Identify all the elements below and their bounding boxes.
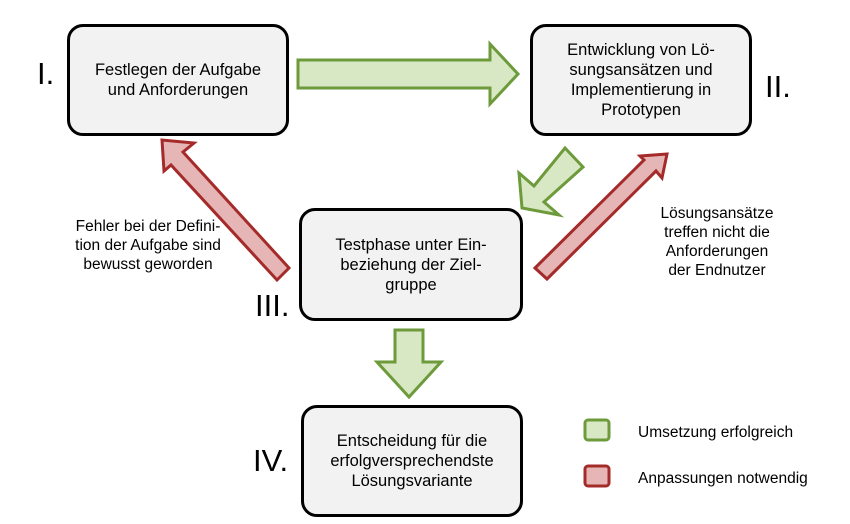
legend-swatch-success [583, 418, 611, 442]
step-4-text: Entscheidung für die erfolgversprechends… [330, 432, 494, 490]
annotation-right: Lösungsansätze treffen nicht die Anforde… [660, 205, 774, 279]
step-2-numeral: II. [765, 69, 791, 104]
step-2-text: Entwicklung von Lö- sungsansätzen und Im… [567, 41, 715, 119]
step-4-box: Entscheidung für die erfolgversprechends… [301, 405, 523, 517]
step-3-text: Testphase unter Ein- beziehung der Ziel-… [335, 235, 487, 294]
arrow-step3-to-step2 [532, 152, 669, 282]
step-1-numeral: I. [37, 56, 55, 91]
arrow-step1-to-step2 [296, 40, 521, 108]
arrow-step3-to-step1 [160, 138, 292, 283]
step-3-box: Testphase unter Ein- beziehung der Ziel-… [299, 208, 523, 321]
step-1-text: Festlegen der Aufgabe und Anforderungen [94, 61, 262, 99]
step-4-numeral: IV. [253, 443, 289, 478]
legend-label-success: Umsetzung erfolgreich [638, 424, 794, 441]
legend-label-adjust: Anpassungen notwendig [638, 470, 808, 487]
step-2-box: Entwicklung von Lö- sungsansätzen und Im… [530, 24, 752, 136]
arrow-step3-to-step4 [373, 328, 445, 400]
step-3-numeral: III. [255, 288, 290, 323]
legend-swatch-adjust [583, 464, 611, 488]
annotation-left: Fehler bei der Defini- tion der Aufgabe … [75, 218, 221, 273]
step-1-box: Festlegen der Aufgabe und Anforderungen [67, 24, 289, 136]
arrow-step2-to-step3 [517, 145, 586, 218]
